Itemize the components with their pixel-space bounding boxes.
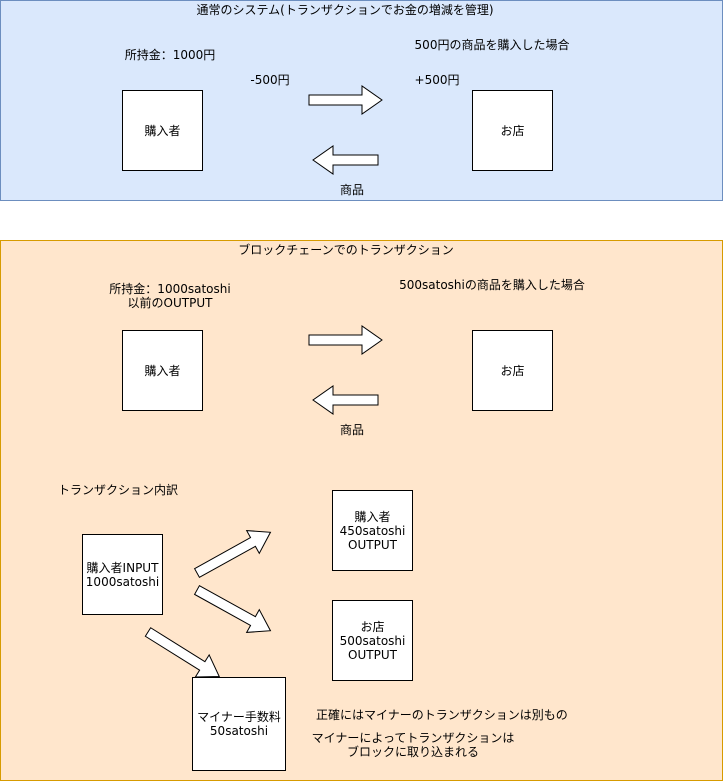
normal-goods-label: 商品	[339, 183, 365, 197]
normal-system-title: 通常のシステム(トランザクションでお金の増減を管理)	[196, 3, 494, 17]
blockchain-goods-arrow-icon	[312, 385, 379, 415]
miner-note: 正確にはマイナーのトランザクションは別もの	[316, 708, 568, 722]
miner-fee-box: マイナー手数料 50satoshi	[192, 677, 286, 771]
buyer-output-box: 購入者 450satoshi OUTPUT	[332, 490, 413, 571]
blockchain-previous-output-label: 以前のOUTPUT	[127, 296, 213, 310]
input-to-miner-fee-arrow-icon	[144, 627, 221, 678]
blockchain-balance-label: 所持金：1000satoshi	[109, 282, 231, 296]
blockchain-payment-arrow-icon	[308, 325, 383, 355]
input-to-shop-output-arrow-icon	[193, 584, 272, 633]
normal-shop-box: お店	[472, 90, 553, 171]
blockchain-goods-label: 商品	[339, 423, 365, 437]
blockchain-buyer-box: 購入者	[122, 330, 203, 411]
normal-balance-label: 所持金：1000円	[124, 48, 216, 62]
blockchain-title: ブロックチェーンでのトランザクション	[238, 243, 454, 257]
miner-block-note-line2: ブロックに取り込まれる	[346, 745, 480, 759]
blockchain-purchase-label: 500satoshiの商品を購入した場合	[399, 278, 585, 292]
miner-block-note-line1: マイナーによってトランザクションは	[311, 731, 515, 745]
buyer-input-box: 購入者INPUT 1000satoshi	[82, 534, 163, 615]
breakdown-title: トランザクション内訳	[58, 483, 179, 497]
normal-minus-label: -500円	[250, 73, 290, 87]
normal-payment-arrow-icon	[308, 85, 383, 115]
blockchain-shop-box: お店	[472, 330, 553, 411]
input-to-buyer-output-arrow-icon	[193, 530, 272, 579]
normal-purchase-label: 500円の商品を購入した場合	[414, 38, 570, 52]
shop-output-box: お店 500satoshi OUTPUT	[332, 600, 413, 681]
normal-goods-arrow-icon	[312, 145, 379, 175]
normal-plus-label: +500円	[414, 73, 460, 87]
normal-buyer-box: 購入者	[122, 90, 203, 171]
